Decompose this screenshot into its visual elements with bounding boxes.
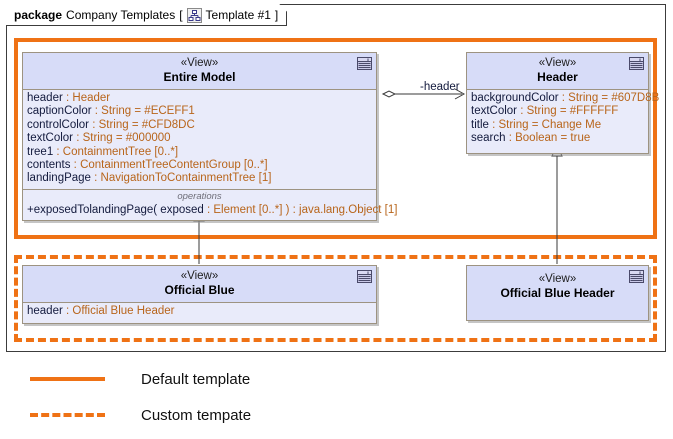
package-keyword: package (14, 7, 63, 22)
package-tab[interactable]: package Company Templates [ Template #1 … (6, 4, 287, 26)
class-header: «View» Entire Model (23, 53, 376, 90)
legend: Default template Custom tempate (0, 358, 673, 439)
class-stereotype: «View» (538, 273, 577, 285)
legend-label: Custom tempate (141, 406, 252, 424)
attribute-row: landingPage : NavigationToContainmentTre… (27, 172, 272, 185)
class-header: «View» Header (467, 53, 648, 90)
attribute-row: title : String = Change Me (471, 118, 602, 131)
view-window-icon (357, 57, 372, 70)
class-attributes: header : Official Blue Header (23, 303, 376, 323)
uml-class-entire-model[interactable]: «View» Entire Model header : Header capt… (22, 52, 398, 221)
attribute-row: textColor : String = #FFFFFF (471, 105, 619, 118)
legend-swatch-dashed (30, 413, 105, 417)
attribute-row: search : Boolean = true (471, 132, 591, 145)
operation-row: +exposedTolandingPage( exposed : Element… (27, 203, 398, 216)
operations-compartment-label: operations (177, 190, 222, 202)
view-window-icon (629, 270, 644, 283)
class-name: Header (537, 70, 578, 84)
custom-template-highlight (14, 255, 657, 342)
legend-label: Default template (141, 370, 251, 388)
view-window-icon (629, 57, 644, 70)
tree-diagram-icon (187, 8, 202, 23)
class-attributes: header : Header captionColor : String = … (23, 90, 376, 189)
legend-swatch-solid (30, 377, 105, 381)
view-window-icon (357, 270, 372, 283)
class-name: Official Blue (164, 283, 235, 297)
attribute-row: tree1 : ContainmentTree [0..*] (27, 145, 179, 158)
association-label-header: -header (420, 81, 460, 93)
class-name: Official Blue Header (500, 286, 615, 300)
class-stereotype: «View» (538, 57, 577, 69)
attribute-row: contents : ContainmentTreeContentGroup [… (27, 159, 268, 172)
attribute-row: backgroundColor : String = #607D8B (471, 92, 660, 104)
class-header: «View» Official Blue Header (467, 266, 648, 320)
attribute-row: controlColor : String = #CFD8DC (27, 118, 195, 131)
class-header: «View» Official Blue (23, 266, 376, 303)
default-template-highlight (14, 38, 657, 239)
attribute-row: header : Header (27, 92, 111, 104)
class-attributes: backgroundColor : String = #607D8B textC… (467, 90, 660, 153)
attribute-row: captionColor : String = #ECEFF1 (27, 105, 195, 118)
uml-class-official-blue[interactable]: «View» Official Blue header : Official B… (22, 265, 377, 324)
legend-item-custom-template: Custom tempate (30, 402, 251, 428)
package-bracket-close: ] (274, 7, 279, 22)
class-stereotype: «View» (180, 57, 219, 69)
package-name: Company Templates (66, 7, 176, 22)
package-diagram-name: Template #1 (205, 7, 271, 22)
uml-class-header[interactable]: «View» Header backgroundColor : String =… (466, 52, 660, 154)
class-stereotype: «View» (180, 270, 219, 282)
package-bracket-open: [ (179, 7, 183, 22)
class-name: Entire Model (163, 70, 236, 84)
legend-item-default-template: Default template (30, 366, 250, 392)
attribute-row: header : Official Blue Header (27, 305, 175, 317)
uml-class-official-blue-header[interactable]: «View» Official Blue Header (466, 265, 649, 321)
class-operations: operations +exposedTolandingPage( expose… (23, 188, 398, 220)
attribute-row: textColor : String = #000000 (27, 132, 171, 145)
